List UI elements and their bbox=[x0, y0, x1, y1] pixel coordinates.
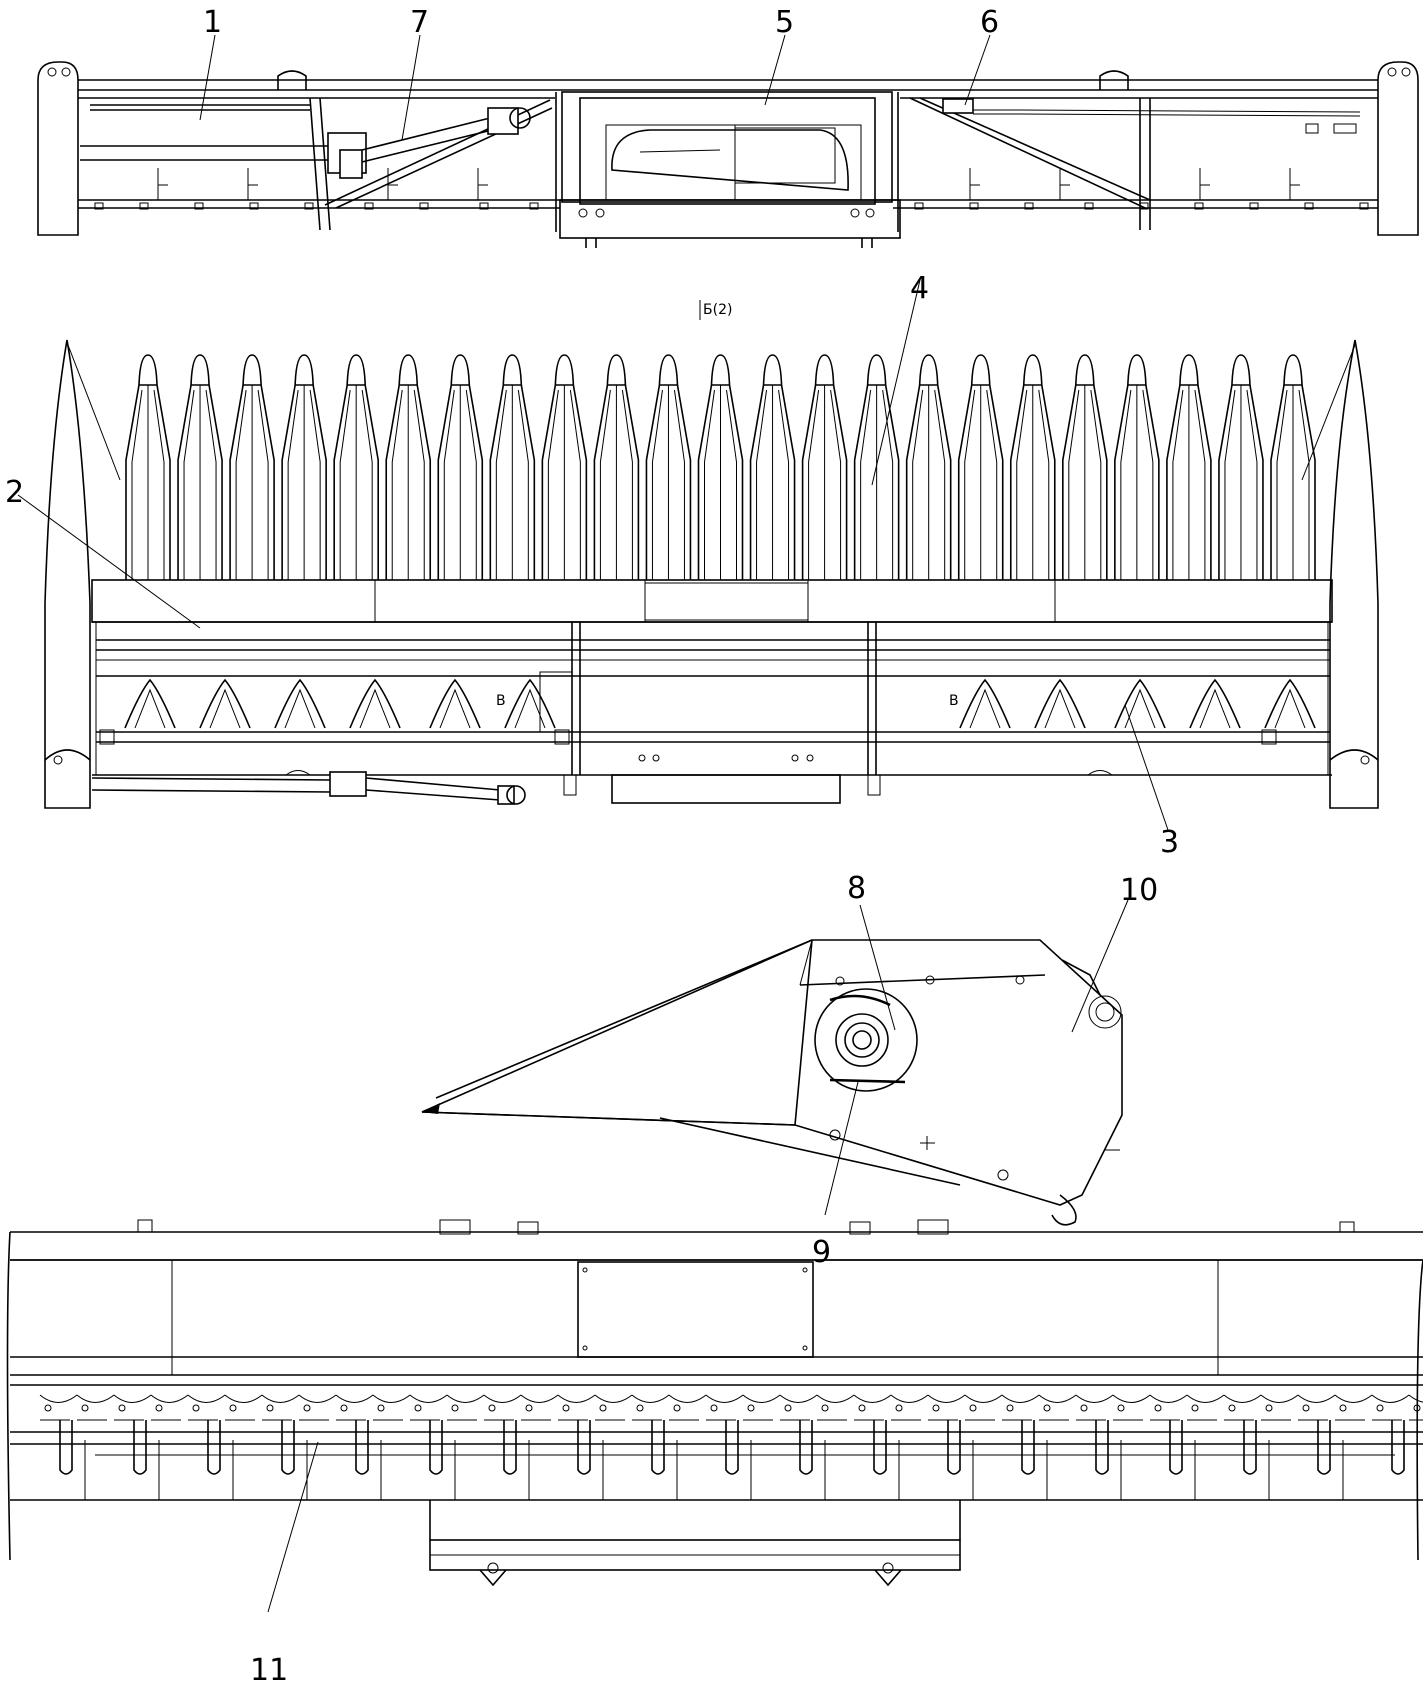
callout-leaders bbox=[17, 34, 1169, 1613]
row-divider bbox=[333, 354, 379, 580]
row-divider bbox=[1062, 354, 1108, 580]
callout-4: 4 bbox=[910, 271, 929, 306]
callout-3: 3 bbox=[1160, 825, 1179, 860]
section-label-b2: Б(2) bbox=[703, 302, 732, 318]
row-divider bbox=[1270, 354, 1316, 580]
row-divider bbox=[385, 354, 432, 580]
callout-11: 11 bbox=[250, 1653, 288, 1685]
row-divider bbox=[749, 354, 796, 580]
row-divider bbox=[593, 354, 640, 580]
row-divider bbox=[541, 354, 588, 580]
section-label-b-right: В bbox=[949, 693, 959, 709]
row-divider bbox=[853, 354, 900, 580]
row-divider bbox=[281, 354, 327, 580]
row-divider bbox=[645, 354, 692, 580]
section-label-b-left: В bbox=[496, 693, 506, 709]
gathering-chain bbox=[10, 1394, 1423, 1500]
callout-9: 9 bbox=[812, 1235, 831, 1270]
row-dividers bbox=[125, 354, 1316, 580]
callout-1: 1 bbox=[203, 5, 222, 40]
row-divider bbox=[957, 354, 1004, 580]
row-divider bbox=[125, 354, 171, 580]
front-view: Б(2) В В bbox=[44, 300, 1379, 809]
augers bbox=[124, 678, 1316, 729]
row-divider bbox=[1218, 354, 1264, 580]
row-divider bbox=[1009, 354, 1056, 580]
row-divider bbox=[905, 354, 952, 580]
row-divider bbox=[229, 354, 275, 580]
callout-6: 6 bbox=[980, 5, 999, 40]
callout-2: 2 bbox=[5, 475, 24, 510]
callout-10: 10 bbox=[1120, 873, 1158, 908]
row-divider bbox=[697, 354, 744, 580]
row-divider bbox=[801, 354, 848, 580]
row-divider bbox=[1114, 354, 1160, 580]
callout-labels: 1 2 3 4 5 6 7 8 9 10 11 bbox=[5, 5, 1179, 1685]
detail-view bbox=[6, 1219, 1423, 1587]
callout-5: 5 bbox=[775, 5, 794, 40]
side-view bbox=[421, 939, 1123, 1226]
row-divider bbox=[1166, 354, 1212, 580]
callout-7: 7 bbox=[410, 5, 429, 40]
row-divider bbox=[437, 354, 484, 580]
top-view bbox=[37, 61, 1419, 248]
callout-8: 8 bbox=[847, 871, 866, 906]
row-divider bbox=[177, 354, 223, 580]
row-divider bbox=[489, 354, 536, 580]
